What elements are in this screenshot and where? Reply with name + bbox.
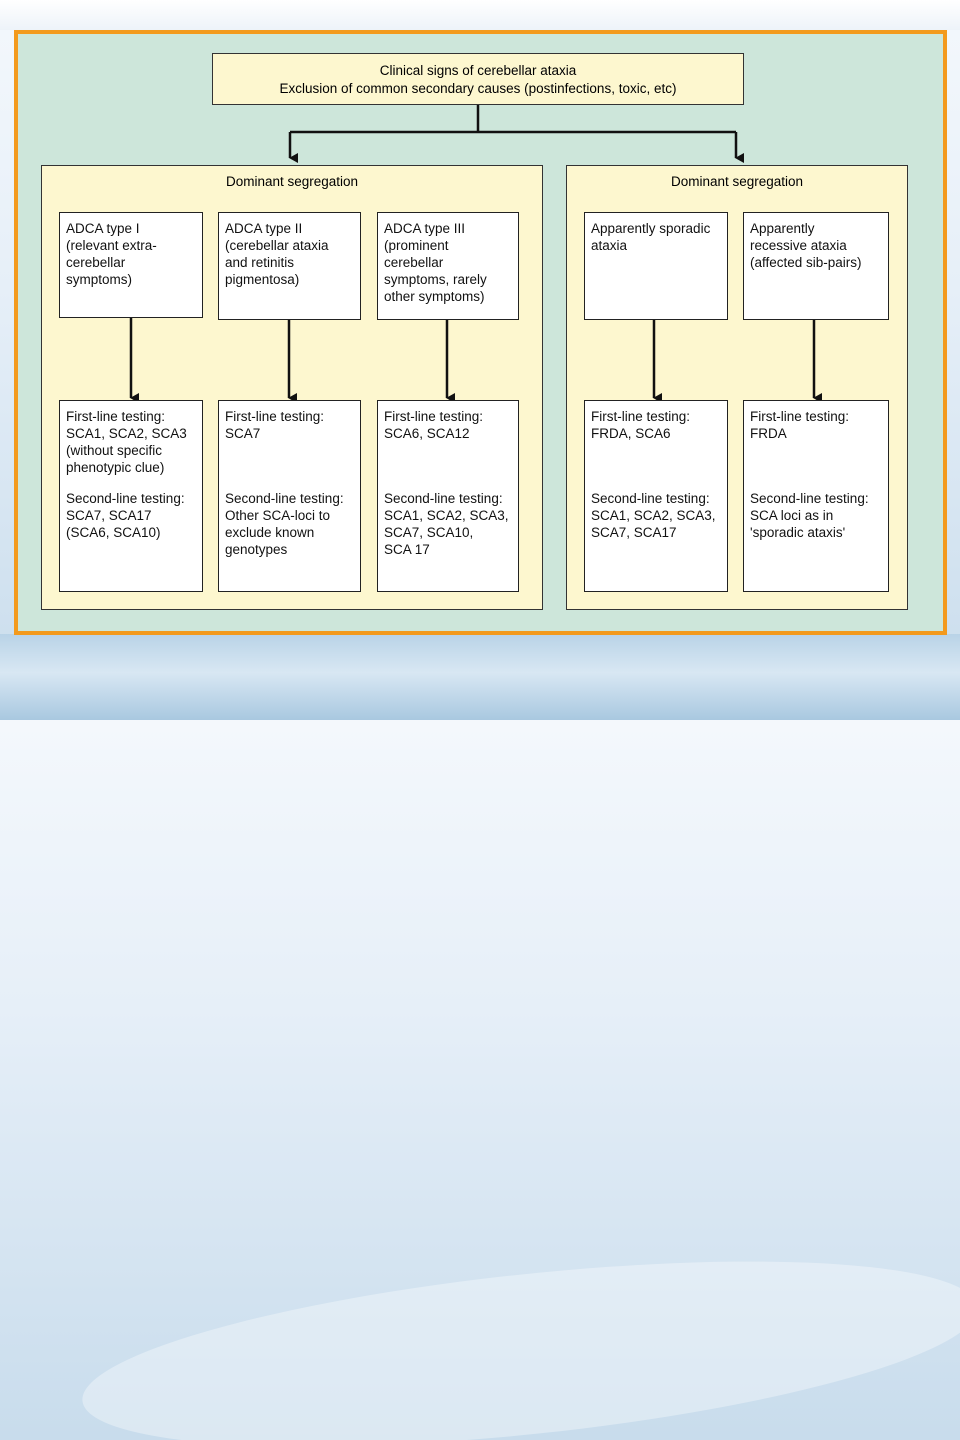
sporadic-testing-box: First-line testing: FRDA, SCA6 Second-li… bbox=[584, 400, 728, 592]
recessive-testing-box: First-line testing: FRDA Second-line tes… bbox=[743, 400, 889, 592]
type-line: (relevant extra- bbox=[66, 238, 157, 253]
type-line: recessive ataxia bbox=[750, 238, 847, 253]
second-line-text: exclude known bbox=[225, 525, 315, 540]
second-line-text: 'sporadic ataxis' bbox=[750, 525, 846, 540]
adca-type-3-testing-box: First-line testing: SCA6, SCA12 Second-l… bbox=[377, 400, 519, 592]
bottom-band bbox=[0, 634, 960, 1440]
second-line-text: SCA1, SCA2, SCA3, bbox=[384, 508, 509, 523]
recessive-ataxia-box: Apparently recessive ataxia (affected si… bbox=[743, 212, 889, 320]
type-line: pigmentosa) bbox=[225, 272, 300, 287]
second-line-text: SCA loci as in bbox=[750, 508, 834, 523]
adca-type-1-testing-box: First-line testing: SCA1, SCA2, SCA3 (wi… bbox=[59, 400, 203, 592]
connector-layer bbox=[288, 105, 744, 163]
type-line: Apparently bbox=[750, 221, 815, 236]
type-line: and retinitis bbox=[225, 255, 295, 270]
second-line-text: Second-line testing: bbox=[66, 491, 185, 506]
type-line: cerebellar bbox=[384, 255, 444, 270]
adca-type-1-box: ADCA type I (relevant extra- cerebellar … bbox=[59, 212, 203, 318]
second-line-text: SCA7, SCA10, bbox=[384, 525, 474, 540]
clinical-signs-box: Clinical signs of cerebellar ataxia Excl… bbox=[212, 53, 744, 105]
type-line: (cerebellar ataxia bbox=[225, 238, 329, 253]
second-line-text: SCA1, SCA2, SCA3, bbox=[591, 508, 716, 523]
first-line-text: First-line testing: bbox=[750, 409, 850, 424]
type-line: symptoms, rarely bbox=[384, 272, 487, 287]
type-line: symptoms) bbox=[66, 272, 133, 287]
second-line-text: (SCA6, SCA10) bbox=[66, 525, 161, 540]
first-line-text: First-line testing: bbox=[384, 409, 484, 424]
first-line-text: First-line testing: bbox=[225, 409, 325, 424]
adca-type-3-box: ADCA type III (prominent cerebellar symp… bbox=[377, 212, 519, 320]
decorative-swoosh bbox=[74, 1227, 960, 1440]
first-line-text: First-line testing: bbox=[66, 409, 166, 424]
right-panel-title: Dominant segregation bbox=[670, 174, 804, 189]
first-line-text: (without specific bbox=[66, 443, 163, 458]
type-line: ADCA type III bbox=[384, 221, 466, 236]
first-line-text: SCA1, SCA2, SCA3 bbox=[66, 426, 187, 441]
adca-type-2-testing-box: First-line testing: SCA7 Second-line tes… bbox=[218, 400, 361, 592]
type-line: ADCA type I bbox=[66, 221, 140, 236]
second-line-text: Second-line testing: bbox=[384, 491, 503, 506]
second-line-text: SCA7, SCA17 bbox=[66, 508, 152, 523]
second-line-text: SCA7, SCA17 bbox=[591, 525, 677, 540]
inner-arrow-layer bbox=[129, 318, 822, 403]
sporadic-ataxia-box: Apparently sporadic ataxia bbox=[584, 212, 728, 320]
type-line: (prominent bbox=[384, 238, 449, 253]
second-line-text: Second-line testing: bbox=[750, 491, 869, 506]
first-line-text: FRDA bbox=[750, 426, 787, 441]
type-line: Apparently sporadic bbox=[591, 221, 711, 236]
left-panel-title: Dominant segregation bbox=[225, 174, 359, 189]
first-line-text: First-line testing: bbox=[591, 409, 691, 424]
first-line-text: FRDA, SCA6 bbox=[591, 426, 671, 441]
type-line: ADCA type II bbox=[225, 221, 303, 236]
second-line-text: genotypes bbox=[225, 542, 288, 557]
second-line-text: Other SCA-loci to bbox=[225, 508, 331, 523]
first-line-text: phenotypic clue) bbox=[66, 460, 165, 475]
type-line: other symptoms) bbox=[384, 289, 485, 304]
second-line-text: SCA 17 bbox=[384, 542, 430, 557]
second-line-text: Second-line testing: bbox=[225, 491, 344, 506]
second-line-text: Second-line testing: bbox=[591, 491, 710, 506]
clinical-signs-line1: Clinical signs of cerebellar ataxia bbox=[379, 63, 577, 78]
type-line: ataxia bbox=[591, 238, 628, 253]
clinical-signs-line2: Exclusion of common secondary causes (po… bbox=[279, 81, 677, 96]
type-line: (affected sib-pairs) bbox=[750, 255, 862, 270]
adca-type-2-box: ADCA type II (cerebellar ataxia and reti… bbox=[218, 212, 361, 320]
type-line: cerebellar bbox=[66, 255, 126, 270]
first-line-text: SCA6, SCA12 bbox=[384, 426, 470, 441]
top-band bbox=[0, 0, 960, 30]
first-line-text: SCA7 bbox=[225, 426, 261, 441]
